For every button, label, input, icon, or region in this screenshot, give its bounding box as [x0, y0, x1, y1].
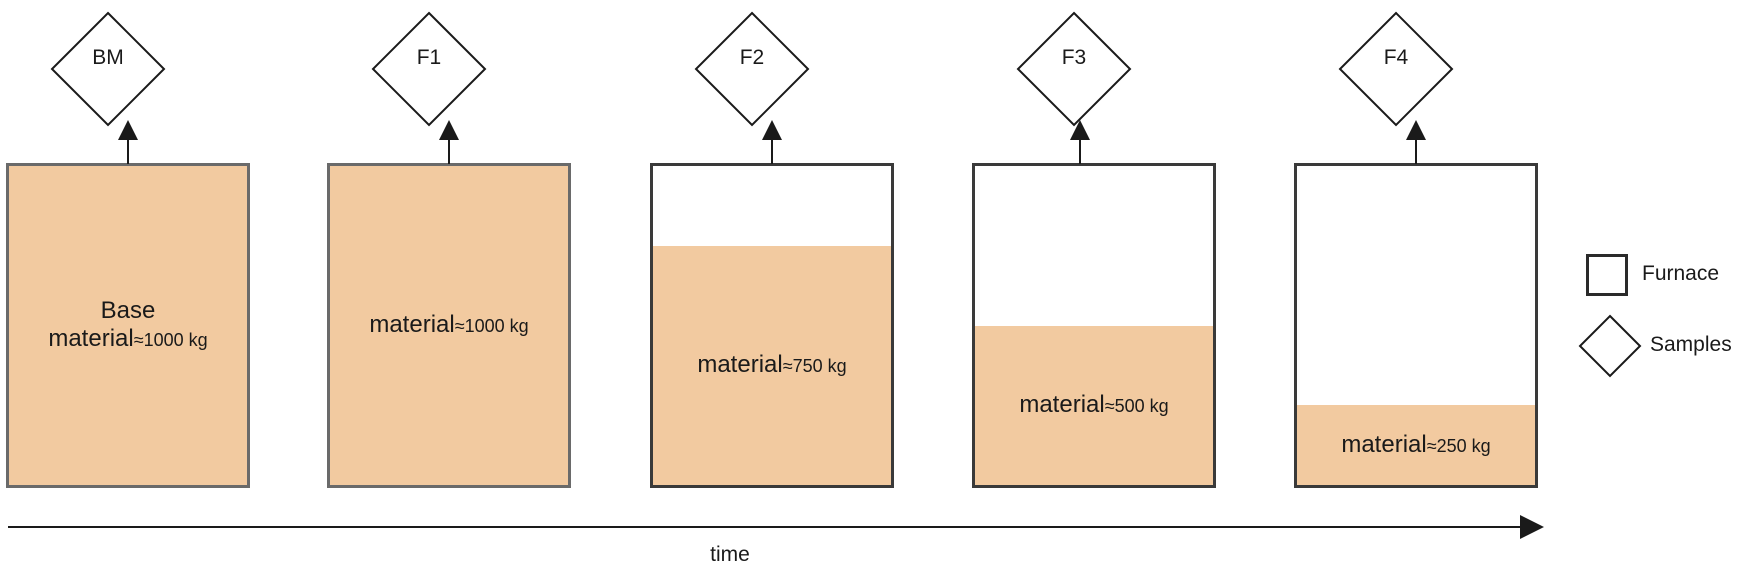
material-fill: material≈750 kg: [653, 245, 891, 485]
sample-diamond-icon: [1578, 314, 1642, 378]
material-label: material≈1000 kg: [369, 311, 528, 340]
material-amount: ≈750 kg: [782, 355, 847, 376]
material-label-word: material: [48, 325, 134, 352]
sample-diamond-icon: [371, 11, 487, 127]
material-fill: Base material≈1000 kg: [9, 166, 247, 485]
furnace: material≈500 kg: [972, 163, 1216, 488]
material-label-line1: Base: [100, 297, 156, 324]
furnace-square-icon: [1586, 254, 1628, 296]
sample-diamond-icon: [1338, 11, 1454, 127]
stage-bm: BM Base material≈1000 kg: [6, 0, 256, 500]
furnace: material≈750 kg: [650, 163, 894, 488]
material-label-word: material: [1019, 390, 1105, 418]
material-fill: material≈250 kg: [1297, 405, 1535, 485]
material-fill: material≈1000 kg: [330, 166, 568, 485]
material-amount: ≈1000 kg: [133, 330, 208, 350]
material-fill: material≈500 kg: [975, 325, 1213, 485]
material-amount: ≈1000 kg: [454, 316, 529, 336]
stage-f3: F3 material≈500 kg: [972, 0, 1222, 500]
furnace: material≈250 kg: [1294, 163, 1538, 488]
sample-label: F2: [739, 46, 765, 69]
stage-f2: F2 material≈750 kg: [650, 0, 900, 500]
stage-f4: F4 material≈250 kg: [1294, 0, 1544, 500]
material-label: material≈250 kg: [1341, 431, 1490, 460]
sample-diamond-icon: [50, 11, 166, 127]
sample-label: F3: [1061, 46, 1087, 69]
material-label: Base material≈1000 kg: [48, 297, 207, 354]
material-label: material≈750 kg: [697, 351, 846, 380]
time-axis-label: time: [710, 543, 750, 566]
legend-samples-label: Samples: [1650, 333, 1732, 356]
furnace: Base material≈1000 kg: [6, 163, 250, 488]
material-amount: ≈250 kg: [1426, 435, 1491, 456]
furnace: material≈1000 kg: [327, 163, 571, 488]
material-label-word: material: [1341, 430, 1427, 458]
material-label-word: material: [369, 311, 455, 338]
material-amount: ≈500 kg: [1104, 395, 1169, 416]
material-label-word: material: [697, 350, 783, 378]
legend-furnace-label: Furnace: [1642, 262, 1720, 285]
legend: Furnace Samples: [1578, 246, 1748, 386]
stage-f1: F1 material≈1000 kg: [327, 0, 577, 500]
material-label: material≈500 kg: [1019, 391, 1168, 420]
sample-label: F4: [1383, 46, 1409, 69]
sample-diamond-icon: [694, 11, 810, 127]
sample-label: F1: [416, 46, 442, 69]
sample-label: BM: [92, 46, 124, 69]
